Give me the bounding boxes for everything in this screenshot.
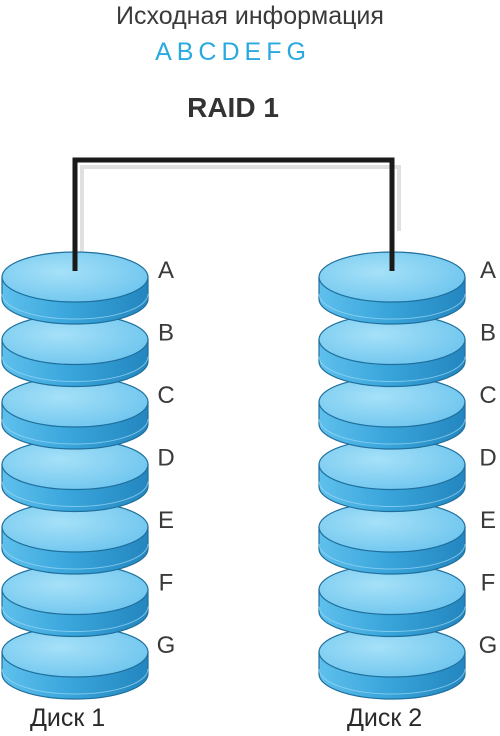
disk-1-platter-F — [1, 563, 149, 638]
disk-2-block-label: A — [480, 257, 496, 284]
platter-highlight — [1, 668, 149, 695]
disk-2-label: Диск 2 — [347, 704, 423, 732]
platter-highlight — [1, 606, 149, 632]
platter-highlight — [1, 543, 149, 570]
disk-2-platter-E — [318, 501, 466, 575]
source-info-title: Исходная информация — [116, 2, 384, 30]
disk-2-platter-G — [318, 626, 466, 700]
platter-highlight — [1, 356, 149, 382]
disk-1-block-label: E — [158, 507, 174, 534]
disk-2-block-label: C — [479, 382, 496, 409]
disk-1-stack — [1, 251, 149, 700]
platter-highlight — [318, 606, 466, 632]
disk-2-platter-A — [318, 251, 466, 325]
disk-1-label: Диск 1 — [30, 704, 106, 732]
disk-2-stack — [318, 251, 466, 700]
disk-2-block-label: G — [479, 632, 498, 659]
disk-2-block-label: D — [479, 445, 496, 472]
disk-1-platter-B — [1, 313, 149, 388]
platter-highlight — [318, 356, 466, 382]
platter-highlight — [318, 543, 466, 570]
disk-1-block-label: A — [158, 257, 174, 284]
platter-highlight — [1, 481, 149, 507]
disk-1-block-label: B — [158, 320, 174, 347]
disk-1-block-label: F — [159, 570, 174, 597]
connector-path — [72, 157, 395, 271]
connector-line — [72, 157, 395, 271]
disk-2-platter-D — [318, 438, 466, 513]
disk-2-block-label: E — [480, 507, 496, 534]
disk-1-block-label: C — [157, 382, 174, 409]
disk-2-block-label: F — [481, 570, 496, 597]
platter-highlight — [318, 481, 466, 507]
disk-1-platter-A — [1, 251, 149, 325]
disk-1-platter-G — [1, 626, 149, 700]
connector-shadow-path — [80, 165, 401, 271]
platter-highlight — [318, 418, 466, 445]
connector-shadow — [80, 165, 401, 271]
disk-1-block-label: G — [157, 632, 176, 659]
disk-1-platter-D — [1, 438, 149, 513]
disk-layer: G F E D C B A G F E D C B A — [1, 251, 498, 700]
disk-1-block-label: D — [157, 445, 174, 472]
disk-2-platter-F — [318, 563, 466, 638]
platter-highlight — [1, 418, 149, 445]
disk-2-platter-C — [318, 376, 466, 450]
platter-highlight — [1, 293, 149, 320]
disk-2-block-label: B — [480, 320, 496, 347]
platter-highlight — [318, 668, 466, 695]
disk-1-platter-C — [1, 376, 149, 450]
disk-1-platter-E — [1, 501, 149, 575]
disk-2-platter-B — [318, 313, 466, 388]
raid-level-title: RAID 1 — [187, 92, 279, 123]
source-data-letters: ABCDEFG — [155, 38, 311, 66]
platter-highlight — [318, 293, 466, 320]
